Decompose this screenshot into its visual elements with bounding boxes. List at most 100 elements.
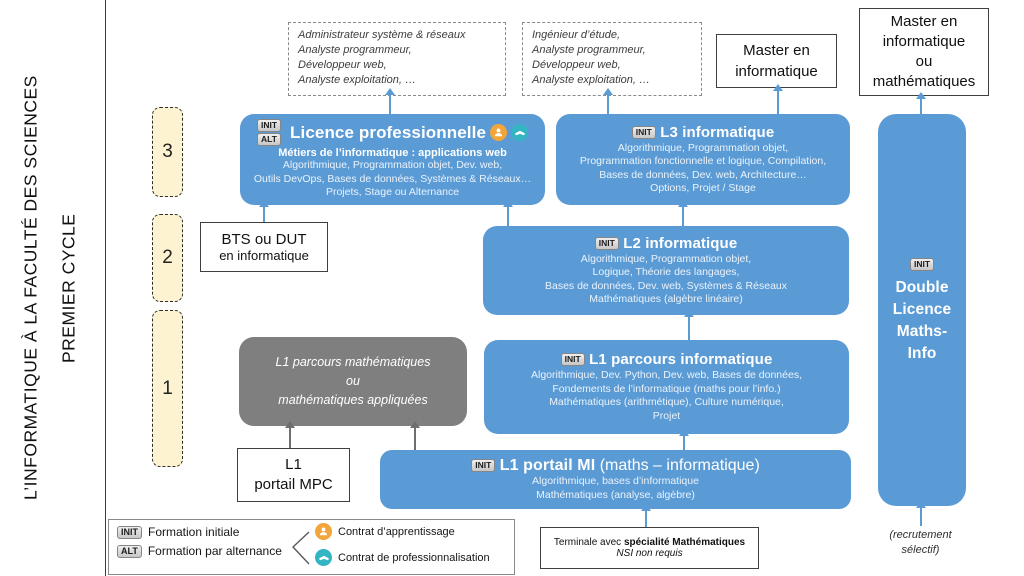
legend-alt-label: Formation par alternance <box>147 544 282 558</box>
legend-init-row: INIT Formation initiale <box>117 525 239 539</box>
apprenticeship-person-icon <box>490 124 508 142</box>
dl-line: Licence <box>892 300 952 318</box>
master-line: Master en <box>890 13 958 30</box>
bts-line: en informatique <box>219 248 309 263</box>
career-line: Analyste exploitation, … <box>298 74 417 86</box>
arrow-licencepro-to-careers <box>385 88 395 114</box>
dl-line: Double <box>895 278 949 296</box>
init-badge: INIT <box>256 119 282 133</box>
l1pi-line: Mathématiques (arithmétique), Culture nu… <box>549 396 784 408</box>
recrutement-line: sélectif) <box>901 544 940 556</box>
terminale-box: Terminale avec spécialité Mathématiques … <box>540 527 759 569</box>
licence-pro-subtitle: Métiers de l’informatique : applications… <box>278 147 507 160</box>
arrow-mi-to-maths <box>410 421 420 450</box>
master-line: informatique <box>882 33 966 50</box>
init-badge: INIT <box>631 125 656 139</box>
legend-apprentissage-row: Contrat d’apprentissage <box>315 523 455 540</box>
init-badge: INIT <box>560 353 585 367</box>
maths-line: mathématiques appliquées <box>278 393 428 407</box>
master-line: mathématiques <box>872 73 976 90</box>
career-line: Développeur web, <box>532 59 621 71</box>
legend-apprentissage-label: Contrat d’apprentissage <box>338 525 455 538</box>
l1pi-title: L1 parcours informatique <box>589 351 773 368</box>
box-l1-parcours-informatique: INIT L1 parcours informatique Algorithmi… <box>484 340 849 434</box>
mpc-line: L1 <box>285 456 302 473</box>
maths-line: ou <box>346 374 360 388</box>
level-3-chip: 3 <box>152 107 183 197</box>
l3-line: Algorithmique, Programmation objet, <box>617 141 789 154</box>
terminale-line2: NSI non requis <box>616 548 683 559</box>
terminale-prefix: Terminale avec <box>553 537 624 548</box>
career-line: Analyste exploitation, … <box>532 74 651 86</box>
master-info-line: informatique <box>735 63 818 80</box>
arrow-l2-to-licencepro <box>503 200 513 226</box>
career-line: Analyste programmeur, <box>532 44 646 56</box>
legend-box: INIT Formation initiale ALT Formation pa… <box>108 519 515 575</box>
handshake-icon <box>511 124 529 142</box>
l1pi-line: Fondements de l’informatique (maths pour… <box>552 382 781 395</box>
recrutement-line: (recrutement <box>889 529 952 541</box>
arrow-recrutement-to-doublelicence <box>916 501 926 526</box>
licence-pro-badges: INIT ALT <box>256 119 282 147</box>
career-line: Administrateur système & réseaux <box>298 29 466 41</box>
arrow-l3-to-master <box>773 84 783 114</box>
l3-title: L3 informatique <box>660 123 775 141</box>
alt-badge: ALT <box>117 544 142 558</box>
mi-title-bold: L1 portail MI <box>499 457 596 474</box>
bts-dut-box: BTS ou DUT en informatique <box>200 222 328 272</box>
box-l3-informatique: INIT L3 informatique Algorithmique, Prog… <box>556 114 850 205</box>
recrutement-note: (recrutement sélectif) <box>868 528 973 558</box>
mi-title-regular: (maths – informatique) <box>595 457 760 474</box>
l1pi-line: Algorithmique, Dev. Python, Dev. web, Ba… <box>530 369 802 381</box>
l3-line: Options, Projet / Stage <box>650 182 756 194</box>
legend-professionnalisation-label: Contrat de professionnalisation <box>338 551 490 564</box>
mi-line: Mathématiques (analyse, algèbre) <box>536 488 695 501</box>
box-l2-informatique: INIT L2 informatique Algorithmique, Prog… <box>483 226 849 315</box>
arrow-mi-to-l1parcours <box>679 429 689 450</box>
alt-badge: ALT <box>256 133 282 147</box>
l1pi-line: Projet <box>652 409 681 422</box>
l2-line: Logique, Théorie des langages, <box>592 266 740 278</box>
page-subtitle-vertical: PREMIER CYCLE <box>58 213 79 363</box>
maths-line: L1 parcours mathématiques <box>275 355 431 369</box>
l1-portail-mpc-box: L1 portail MPC <box>237 448 350 502</box>
init-badge: INIT <box>117 525 142 539</box>
terminale-bold: spécialité Mathématiques <box>623 537 746 548</box>
l3-title-row: INIT L3 informatique <box>631 123 775 142</box>
apprenticeship-person-icon <box>315 523 332 540</box>
mi-title-row: INIT L1 portail MI (maths – informatique… <box>471 457 760 475</box>
l3-line: Bases de données, Dev. web, Architecture… <box>599 168 807 181</box>
mpc-line: portail MPC <box>254 476 333 493</box>
handshake-icon <box>315 549 332 566</box>
arrow-terminale-to-mi <box>641 504 651 527</box>
licence-pro-line: Projets, Stage ou Alternance <box>325 186 460 199</box>
init-badge: INIT <box>594 236 619 250</box>
level-3-label: 3 <box>162 141 173 162</box>
box-l1-portail-mi: INIT L1 portail MI (maths – informatique… <box>380 450 851 509</box>
l1pi-title-row: INIT L1 parcours informatique <box>560 351 773 369</box>
master-line: ou <box>915 53 933 70</box>
terminale-line1: Terminale avec spécialité Mathématiques <box>554 537 745 548</box>
master-info-line: Master en <box>743 42 810 59</box>
arrow-bts-to-licencepro <box>259 200 269 222</box>
arrow-mpc-to-maths <box>285 421 295 448</box>
master-informatique-box: Master en informatique <box>716 34 837 88</box>
licence-pro-title-row: INIT ALT Licence professionnelle <box>256 119 529 147</box>
box-licence-pro: INIT ALT Licence professionnelle Métiers… <box>240 114 545 205</box>
career-line: Développeur web, <box>298 59 387 71</box>
level-2-label: 2 <box>162 247 173 268</box>
career-line: Ingénieur d’étude, <box>532 29 621 41</box>
legend-professionnalisation-row: Contrat de professionnalisation <box>315 549 490 566</box>
career-box-l3: Ingénieur d’étude, Analyste programmeur,… <box>522 22 702 96</box>
arrow-l1parcours-to-l2 <box>684 310 694 340</box>
level-2-chip: 2 <box>152 214 183 302</box>
licence-pro-line: Algorithmique, Programmation objet, Dev.… <box>282 159 503 172</box>
arrow-l2-to-l3 <box>678 200 688 226</box>
licence-pro-line: Outils DevOps, Bases de données, Système… <box>253 172 532 185</box>
page-title-vertical: L’INFORMATIQUE À LA FACULTÉ DES SCIENCES <box>20 75 41 501</box>
dl-line: Maths- <box>896 322 948 340</box>
l2-title: L2 informatique <box>623 234 738 252</box>
career-line: Analyste programmeur, <box>298 44 412 56</box>
level-1-chip: 1 <box>152 310 183 467</box>
